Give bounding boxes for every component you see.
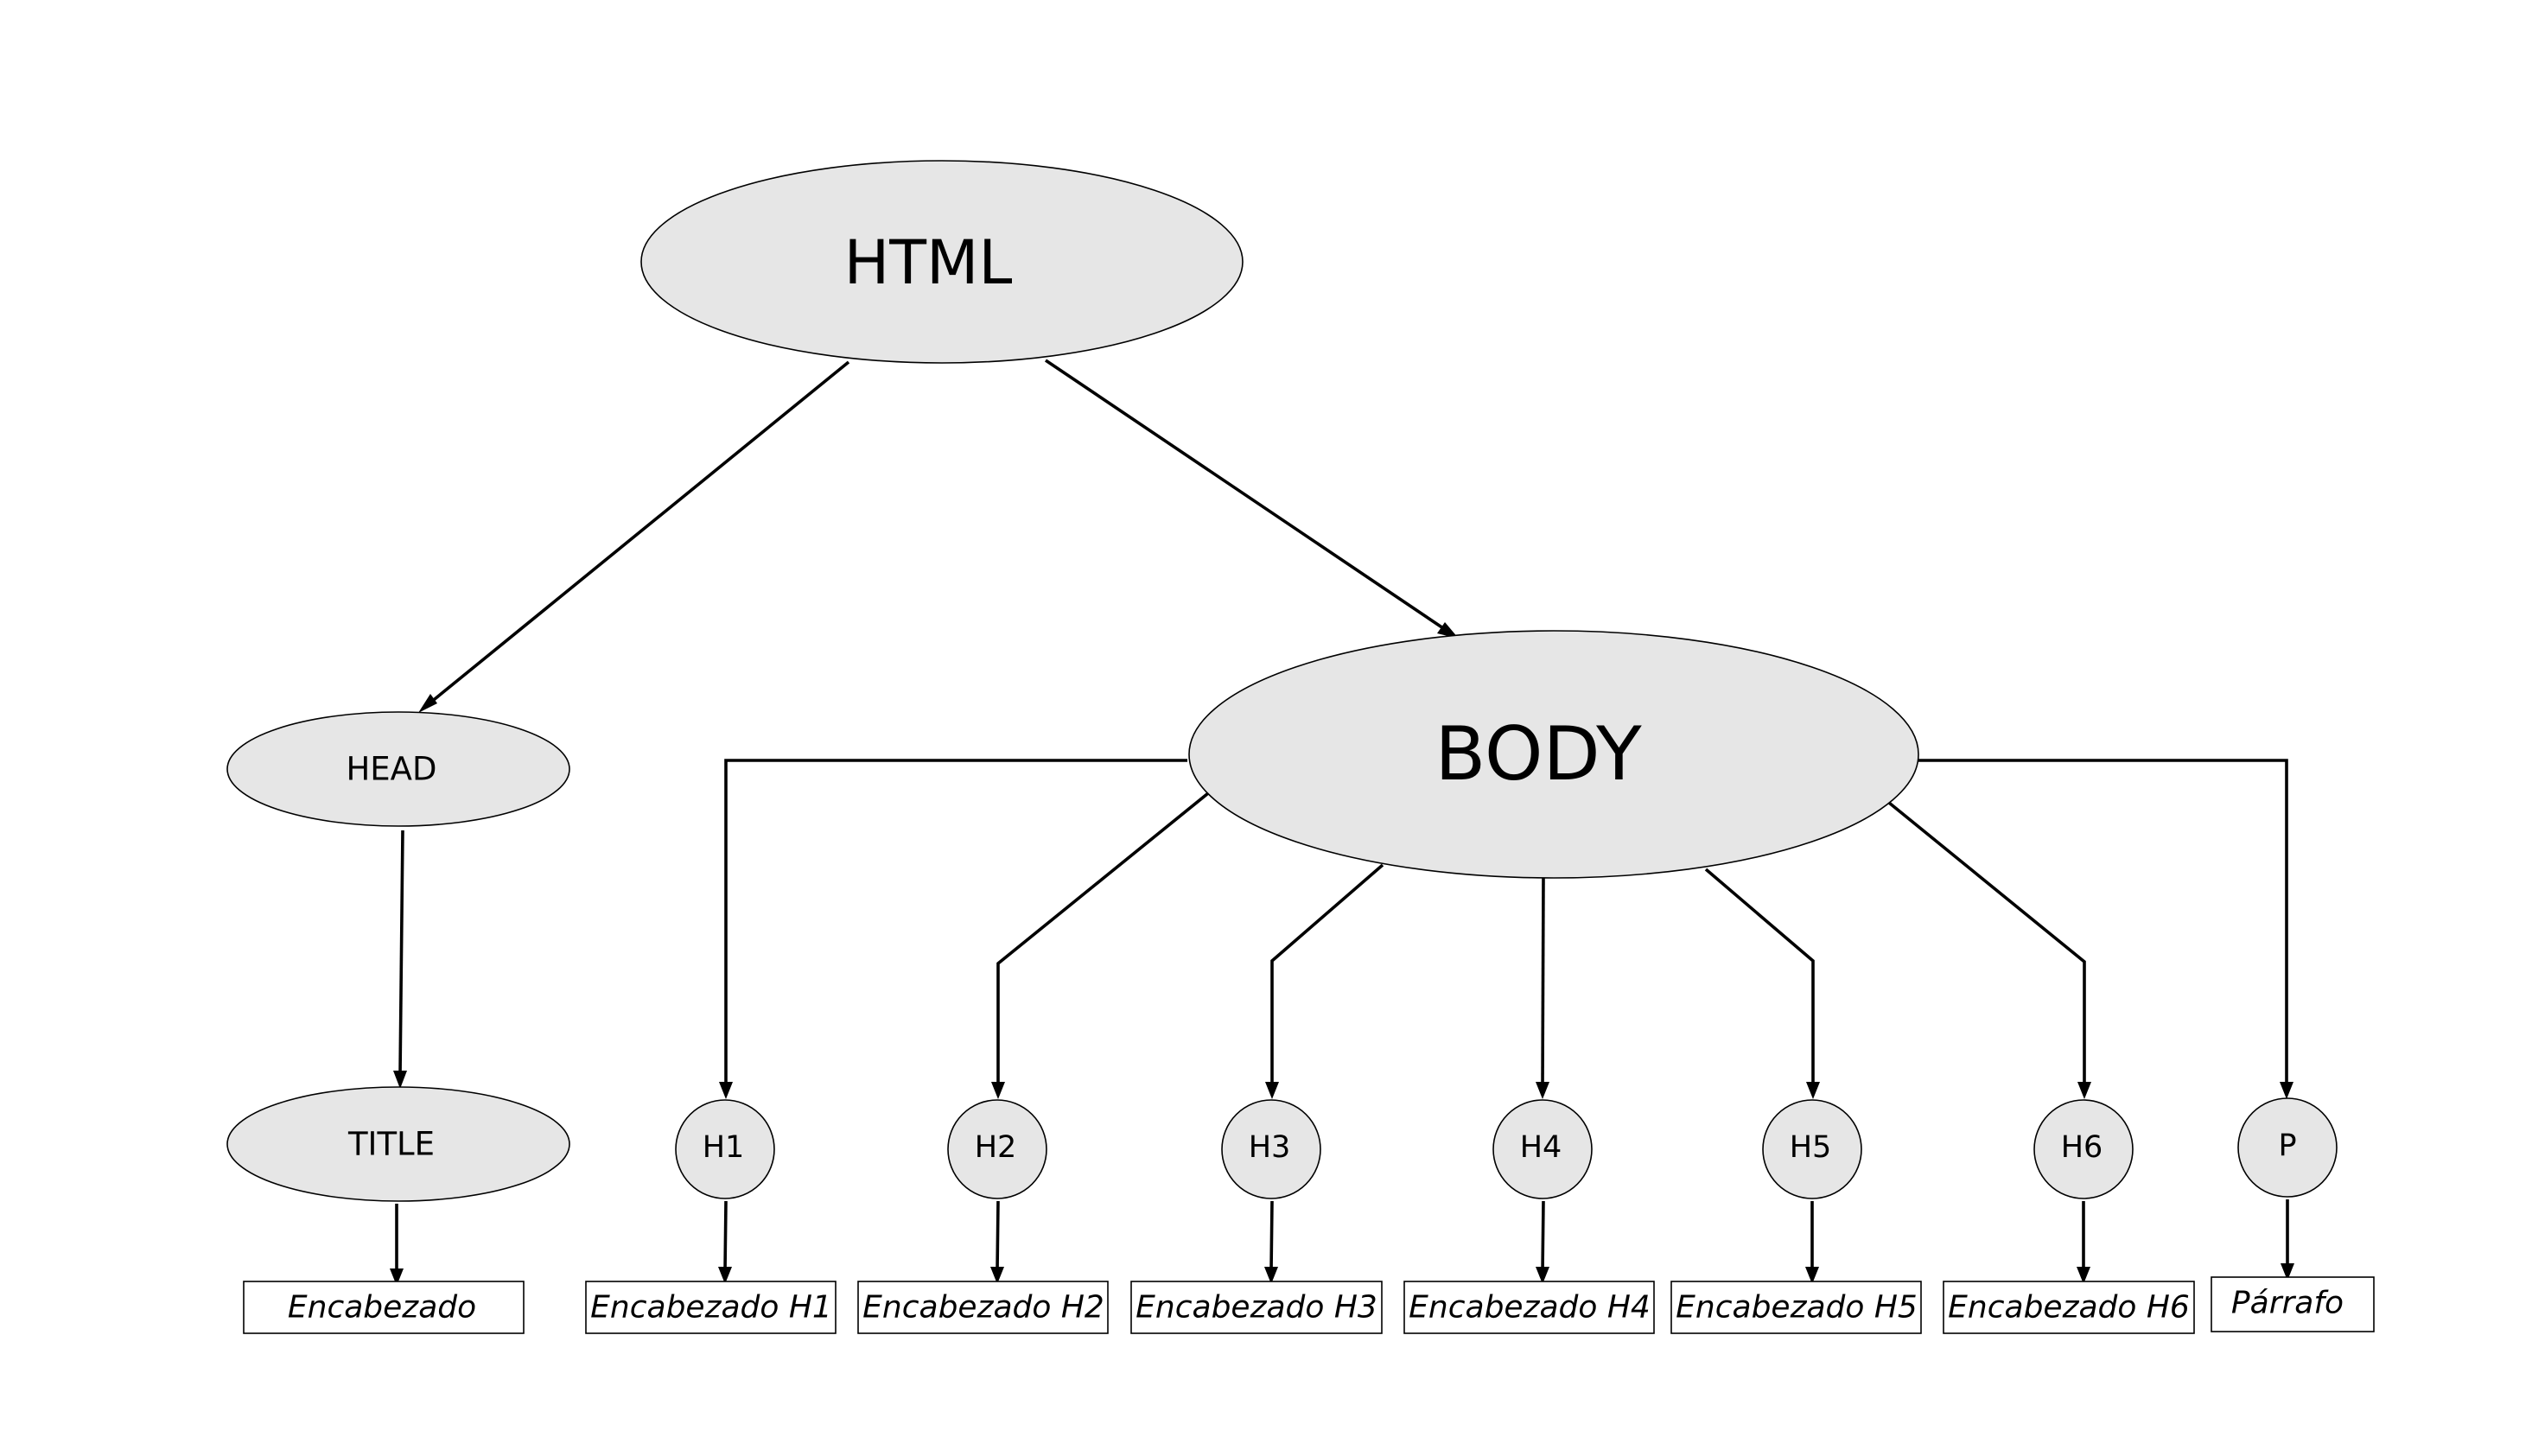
edge-head-title xyxy=(398,830,404,1077)
arrowhead-p-leaf xyxy=(2281,1263,2294,1281)
arrowhead-h4 xyxy=(1536,1082,1549,1099)
arrowhead-head xyxy=(418,694,437,713)
leaf-p: Párrafo xyxy=(2211,1276,2375,1332)
node-h1-label: H1 xyxy=(703,1130,745,1165)
leaf-h1-label: Encabezado H1 xyxy=(590,1290,832,1326)
arrowhead-h1-leaf xyxy=(718,1267,732,1284)
arrowhead-h5 xyxy=(1806,1082,1820,1099)
node-html: HTML xyxy=(640,160,1244,364)
arrowhead-h2-leaf xyxy=(990,1267,1004,1284)
leaf-title: Encabezado xyxy=(243,1281,525,1334)
edge-html-head xyxy=(423,360,850,709)
node-p-label: P xyxy=(2278,1129,2296,1163)
node-head: HEAD xyxy=(226,711,570,827)
edge-body-p xyxy=(1917,759,2288,1087)
node-h2: H2 xyxy=(947,1099,1047,1199)
node-h6-label: H6 xyxy=(2061,1130,2103,1165)
edge-body-h2 xyxy=(996,792,1210,1087)
leaf-h3: Encabezado H3 xyxy=(1130,1281,1383,1334)
node-h1: H1 xyxy=(675,1099,775,1199)
edges xyxy=(390,359,2294,1286)
edge-body-h3 xyxy=(1270,863,1384,1087)
node-title-label: TITLE xyxy=(347,1126,435,1163)
leaf-h3-label: Encabezado H3 xyxy=(1136,1290,1377,1326)
leaf-h4: Encabezado H4 xyxy=(1403,1281,1655,1334)
arrowhead-body xyxy=(1437,622,1459,639)
leaf-h2-label: Encabezado H2 xyxy=(862,1290,1104,1326)
node-html-label: HTML xyxy=(844,227,1013,298)
edge-body-h1 xyxy=(724,759,1187,1087)
node-body: BODY xyxy=(1188,630,1919,879)
leaf-h6-label: Encabezado H6 xyxy=(1948,1290,2190,1326)
node-h6: H6 xyxy=(2033,1099,2134,1199)
edge-body-h5 xyxy=(1704,868,1815,1087)
leaf-p-label: Párrafo xyxy=(2231,1286,2344,1321)
leaf-h6: Encabezado H6 xyxy=(1943,1281,2195,1334)
arrowhead-title-leaf xyxy=(390,1268,404,1286)
arrowhead-h1 xyxy=(719,1082,733,1099)
node-h3-label: H3 xyxy=(1249,1130,1291,1165)
node-h4: H4 xyxy=(1492,1099,1593,1199)
node-body-label: BODY xyxy=(1435,711,1642,798)
leaf-h1: Encabezado H1 xyxy=(585,1281,837,1334)
leaf-h2: Encabezado H2 xyxy=(857,1281,1109,1334)
arrowhead-p xyxy=(2280,1082,2293,1099)
edge-h1-leaf xyxy=(723,1200,728,1273)
node-h5: H5 xyxy=(1762,1099,1862,1199)
node-h2-label: H2 xyxy=(975,1130,1017,1165)
node-p: P xyxy=(2237,1097,2338,1198)
arrowhead-h4-leaf xyxy=(1536,1267,1549,1284)
leaf-h5-label: Encabezado H5 xyxy=(1676,1290,1918,1326)
edge-html-body xyxy=(1044,359,1450,633)
node-head-label: HEAD xyxy=(346,751,436,788)
leaf-h5: Encabezado H5 xyxy=(1670,1281,1922,1334)
arrowhead-h3 xyxy=(1265,1082,1279,1099)
node-title: TITLE xyxy=(226,1086,570,1202)
edge-body-h6 xyxy=(1887,801,2086,1087)
arrowhead-h6 xyxy=(2077,1082,2091,1099)
node-h5-label: H5 xyxy=(1790,1130,1832,1165)
arrowhead-h3-leaf xyxy=(1264,1267,1278,1284)
edge-h3-leaf xyxy=(1269,1200,1274,1273)
leaf-h4-label: Encabezado H4 xyxy=(1409,1290,1651,1326)
leaf-title-label: Encabezado xyxy=(288,1290,476,1326)
edge-h2-leaf xyxy=(996,1200,1000,1273)
arrowhead-title xyxy=(393,1071,407,1089)
arrowhead-h2 xyxy=(991,1082,1005,1099)
arrowhead-h6-leaf xyxy=(2077,1267,2090,1284)
node-h4-label: H4 xyxy=(1520,1130,1562,1165)
arrowhead-h5-leaf xyxy=(1805,1267,1819,1284)
node-h3: H3 xyxy=(1221,1099,1321,1199)
